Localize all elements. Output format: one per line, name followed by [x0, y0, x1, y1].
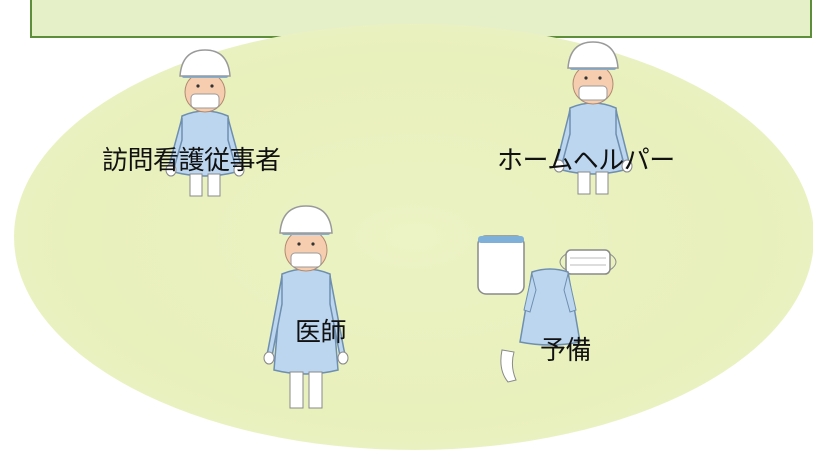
doctor-label: 医師	[295, 318, 347, 348]
ppe-worker-icon	[263, 205, 349, 409]
spare-label: 予備	[540, 336, 592, 366]
background-oval	[14, 24, 813, 450]
helper-figure	[548, 36, 638, 210]
nurse-figure	[160, 44, 250, 208]
helper-label: ホームヘルパー	[497, 146, 675, 176]
background-text	[430, 60, 447, 85]
ppe-worker-icon	[165, 49, 245, 197]
ppe-worker-icon	[553, 41, 633, 195]
doctor-figure	[258, 200, 354, 424]
nurse-label: 訪問看護従事者	[102, 146, 281, 176]
spare-kit	[470, 230, 630, 404]
ppe-kit-icon	[477, 235, 617, 383]
